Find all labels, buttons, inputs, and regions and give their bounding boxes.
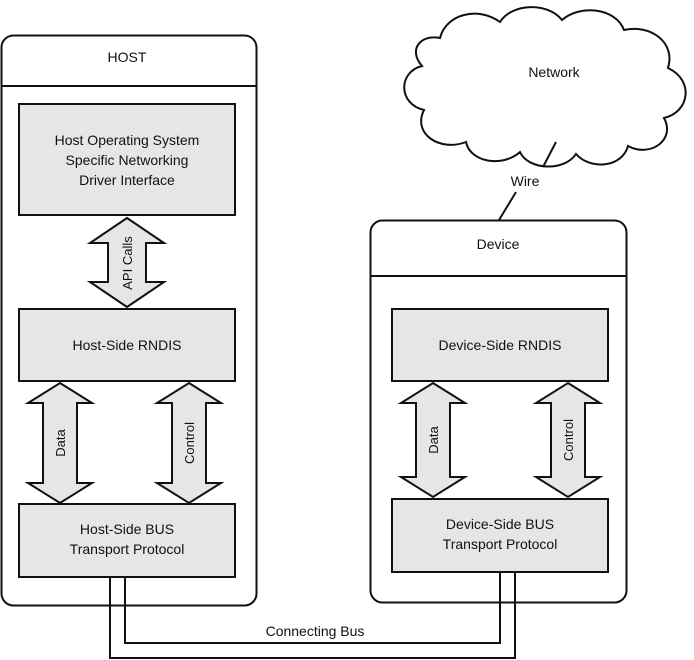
host-rndis-box-rect bbox=[18, 308, 236, 382]
device-rndis-box: Device-Side RNDIS bbox=[391, 308, 609, 382]
device-data-arrow-shape bbox=[397, 381, 469, 499]
wire-line-upper bbox=[542, 141, 557, 168]
host-bus-box: Host-Side BUS Transport Protocol bbox=[18, 503, 236, 578]
host-control-arrow: Control bbox=[153, 381, 225, 505]
host-title: HOST bbox=[108, 49, 147, 65]
host-control-arrow-label: Control bbox=[182, 422, 197, 464]
device-rndis-box-label: Device-Side RNDIS bbox=[439, 337, 562, 353]
device-container: Device Device-Side RNDIS Data Control De… bbox=[369, 219, 628, 604]
host-os-box: Host Operating System Specific Networkin… bbox=[18, 103, 236, 216]
host-rndis-box-label: Host-Side RNDIS bbox=[73, 337, 182, 353]
host-bus-box-line1: Host-Side BUS bbox=[80, 521, 174, 537]
device-control-arrow: Control bbox=[532, 381, 604, 499]
network-cloud-shape bbox=[403, 6, 687, 168]
connecting-bus-label: Connecting Bus bbox=[266, 623, 365, 639]
wire: Wire bbox=[498, 141, 557, 221]
host-os-box-line1: Host Operating System bbox=[55, 132, 200, 148]
device-bus-box-line2: Transport Protocol bbox=[443, 536, 558, 552]
host-api-calls-arrow: API Calls bbox=[86, 216, 168, 309]
host-container: HOST Host Operating System Specific Netw… bbox=[0, 34, 258, 607]
wire-line-lower bbox=[498, 191, 517, 221]
device-data-arrow: Data bbox=[397, 381, 469, 499]
device-control-arrow-shape bbox=[532, 381, 604, 499]
host-data-arrow: Data bbox=[24, 381, 96, 505]
host-os-box-rect bbox=[18, 103, 236, 216]
connecting-bus: Connecting Bus bbox=[109, 572, 516, 659]
host-rndis-box: Host-Side RNDIS bbox=[18, 308, 236, 382]
device-bus-box-rect bbox=[391, 498, 609, 573]
api-calls-arrow-label: API Calls bbox=[120, 236, 135, 290]
connecting-bus-outer-line bbox=[109, 572, 516, 659]
device-title: Device bbox=[477, 236, 520, 252]
device-control-arrow-label: Control bbox=[561, 419, 576, 461]
host-bus-box-line2: Transport Protocol bbox=[70, 541, 185, 557]
device-rndis-box-rect bbox=[391, 308, 609, 382]
host-data-arrow-label: Data bbox=[53, 429, 68, 457]
network-cloud: Network bbox=[403, 6, 687, 168]
device-bus-box: Device-Side BUS Transport Protocol bbox=[391, 498, 609, 573]
wire-label: Wire bbox=[511, 173, 540, 189]
connecting-bus-inner-line bbox=[124, 572, 501, 644]
host-bus-box-rect bbox=[18, 503, 236, 578]
device-data-arrow-label: Data bbox=[426, 426, 441, 454]
api-calls-arrow-shape bbox=[86, 216, 168, 309]
device-bus-box-line1: Device-Side BUS bbox=[446, 516, 554, 532]
host-os-box-line2: Specific Networking bbox=[66, 152, 189, 168]
network-label: Network bbox=[528, 64, 580, 80]
host-os-box-line3: Driver Interface bbox=[79, 172, 175, 188]
